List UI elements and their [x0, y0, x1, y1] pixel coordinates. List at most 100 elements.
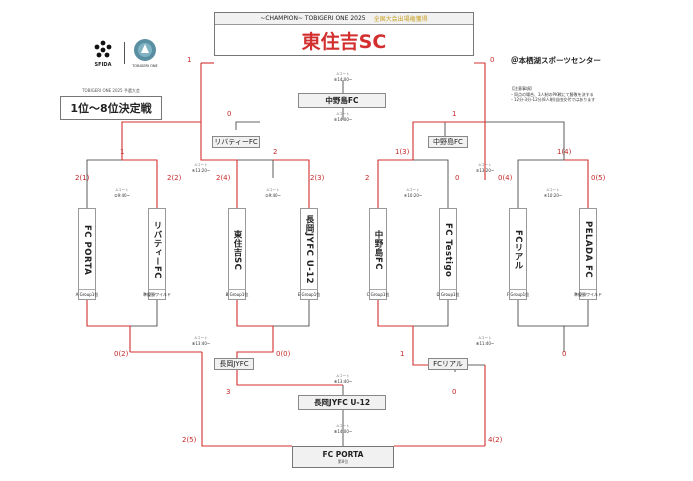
score-r1b-left: 2(4) [216, 174, 231, 182]
team-box-8: PELADA FC 準優勝ワイルド [574, 208, 602, 300]
team-name: FC Testigo [443, 222, 453, 278]
team-group: A Group1位 [76, 289, 98, 299]
notes-block: 【注意事項】 ・同点の場合、3人制のPK戦にて勝敗を決する ・12分-3分-12… [510, 86, 630, 103]
lsfr-court: Aコート [478, 336, 492, 340]
sf-court: Aコート [336, 112, 350, 116]
tobigeri-wordmark: TOBIGERI ONE [132, 64, 158, 68]
team-box-7: FCリアル F Group1位 [507, 208, 529, 300]
team-name: 東住吉SC [232, 229, 242, 271]
r1b-time: ②9:40~ [265, 193, 281, 198]
bottom-final-name: FC PORTA [322, 450, 364, 459]
notes-title: 【注意事項】 [510, 86, 534, 91]
bottom-final-note: 第8位 [337, 459, 349, 464]
r1c-court: Aコート [406, 188, 420, 192]
champion-name: 東住吉SC [301, 30, 387, 53]
r1b-court: Aコート [266, 188, 280, 192]
score-lfinal-left: 3 [226, 388, 231, 396]
lower-sf-right-box: FCリアル [428, 358, 468, 370]
score-lb-right: 0 [562, 350, 567, 358]
qualifier-note: 全国大会出場権獲得 [373, 16, 428, 23]
score-qf1-left: 1 [120, 148, 125, 156]
team-name: FC PORTA [82, 224, 92, 276]
team-box-2: リバティーFC 準優勝ワイルド [143, 208, 171, 300]
qf1-court: Aコート [194, 163, 208, 167]
score-lfinal-right: 0 [452, 388, 457, 396]
lsfr-time: ⑧11:40~ [475, 341, 495, 346]
score-sf-right-a: 1(3) [395, 148, 410, 156]
team-group: D Group1位 [436, 289, 460, 299]
r1a-court: Aコート [115, 188, 129, 192]
qf2-court: Aコート [478, 163, 492, 167]
score-sfr-top: 1 [452, 110, 457, 118]
team-box-6: FC Testigo D Group1位 [436, 208, 460, 300]
team-group: B Group1位 [226, 289, 248, 299]
caption-title: 1位～8位決定戦 [60, 96, 162, 120]
score-r1d-left: 0(4) [498, 174, 513, 182]
lsfl-time: ⑧13:40~ [191, 341, 211, 346]
team-name: 長岡JYFC U-12 [304, 215, 314, 285]
venue-label: ＠本栖湖スポーツセンター [511, 56, 601, 65]
team-box-5: 中野島FC C Group1位 [367, 208, 389, 300]
team-box-4: 長岡JYFC U-12 E Group1位 [298, 208, 320, 300]
score-sf-left-b: 2 [273, 148, 278, 156]
tobigeri-logo: TOBIGERI ONE [130, 38, 160, 68]
r1d-court: Aコート [546, 188, 560, 192]
score-champ-left: 1 [187, 56, 192, 64]
score-r1d-right: 0(5) [591, 174, 606, 182]
r1c-time: ④10:20~ [403, 193, 423, 198]
caption-sub: TOBIGERI ONE 2025 予選大会 [82, 88, 140, 93]
score-r1a-right: 2(2) [167, 174, 182, 182]
logo-divider [124, 42, 125, 64]
bottom-final-box: FC PORTA 第8位 [292, 446, 394, 468]
r1a-time: ②9:40~ [114, 193, 130, 198]
qf1-time: ④13:20~ [191, 168, 211, 173]
sf-left-winner-box: リバティーFC [212, 136, 260, 148]
lfinal-court: Aコート [336, 374, 350, 378]
score-sfl-top: 0 [227, 110, 232, 118]
lfinal-time: ⑧13:40~ [333, 379, 353, 384]
sfida-wordmark: SFIDA [94, 62, 112, 68]
event-title: ~CHAMPION~ TOBIGERI ONE 2025 [260, 15, 366, 22]
score-r1a-left: 2(1) [75, 174, 90, 182]
score-bottom-left: 2(5) [182, 436, 197, 444]
final-winner-box: 中野島FC [298, 93, 386, 108]
score-lb-left: 1 [400, 350, 405, 358]
team-stems-black [86, 180, 519, 208]
team-group: C Group1位 [367, 289, 389, 299]
bottom-court: Aコート [336, 424, 350, 428]
lower-sf-left-box: 長岡JYFC [214, 358, 254, 370]
score-bottom-right: 4(2) [488, 436, 503, 444]
sf-time: ⑥14:00~ [333, 117, 353, 122]
team-group: E Group1位 [298, 289, 320, 299]
r1d-time: ④10:20~ [543, 193, 563, 198]
team-box-3: 東住吉SC B Group1位 [226, 208, 248, 300]
qf2-time: ⑤13:20~ [475, 168, 495, 173]
team-group: F Group1位 [507, 289, 529, 299]
team-group: 準優勝ワイルド [143, 289, 171, 299]
header-bar: ~CHAMPION~ TOBIGERI ONE 2025 全国大会出場権獲得 [215, 13, 473, 25]
lower-final-box: 長岡JYFC U-12 [298, 395, 386, 410]
score-la-right: 0(0) [276, 350, 291, 358]
header-box: ~CHAMPION~ TOBIGERI ONE 2025 全国大会出場権獲得 東… [214, 12, 474, 56]
score-r1c-right: 0 [455, 174, 460, 182]
lsfl-court: Aコート [194, 336, 208, 340]
sf-right-winner-box: 中野島FC [428, 136, 468, 148]
bottom-time: ⑧14:00~ [333, 429, 353, 434]
final-court: Aコート [336, 72, 350, 76]
team-name: FCリアル [513, 229, 523, 271]
team-group: 準優勝ワイルド [574, 289, 602, 299]
team-name: PELADA FC [583, 221, 593, 279]
bracket-connectors-red [86, 62, 589, 447]
notes-line2: ・12分-3分-12分(8人制)自由交代ではあります [510, 97, 596, 102]
score-champ-right: 0 [490, 56, 495, 64]
final-time: ⑥14:00~ [333, 77, 353, 82]
score-r1b-right: 2(3) [310, 174, 325, 182]
score-sf-right-b: 1(4) [557, 148, 572, 156]
team-name: 中野島FC [373, 229, 383, 271]
team-name: リバティーFC [152, 220, 162, 280]
score-r1c-left: 2 [365, 174, 370, 182]
sfida-logo: SFIDA [88, 40, 118, 68]
notes-line1: ・同点の場合、3人制のPK戦にて勝敗を決する [510, 91, 594, 97]
